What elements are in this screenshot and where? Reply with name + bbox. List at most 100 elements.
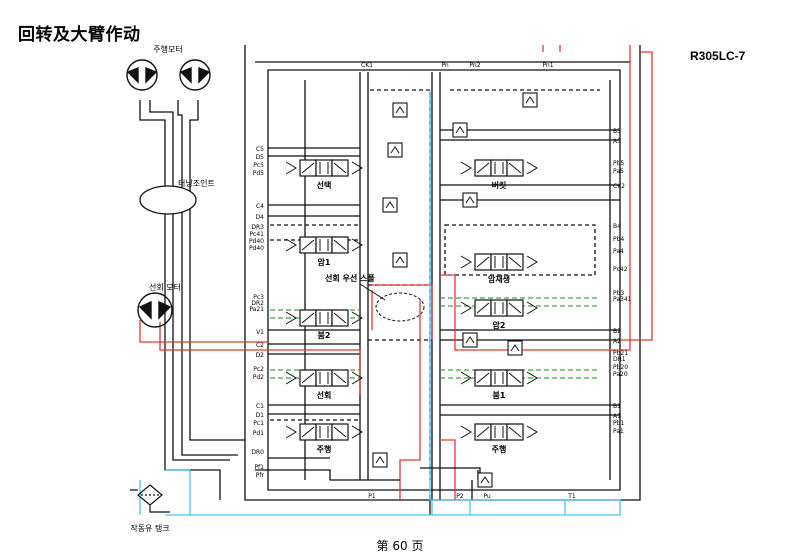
hydraulic-tank-label: 작동유 탱크 xyxy=(130,523,169,533)
relief-valve-symbol xyxy=(372,452,388,468)
relief-valve-symbol xyxy=(462,332,478,348)
turning-joint-symbol xyxy=(139,185,197,215)
spool-label: 버킷 xyxy=(492,180,507,190)
port-label: D1 xyxy=(256,412,265,419)
port-label: A5 xyxy=(613,138,621,145)
port-label: CK1 xyxy=(361,62,373,69)
relief-valve-symbol xyxy=(387,142,403,158)
port-label: Pf1 xyxy=(254,464,264,471)
pipe-layer xyxy=(139,45,653,516)
port-label: Pn2 xyxy=(469,62,480,69)
port-label: P1 xyxy=(368,493,376,500)
port-label: Pc5 xyxy=(253,162,264,169)
travel-motor-right xyxy=(179,59,211,91)
port-label: Pb5 xyxy=(613,160,624,167)
spool-label: 암2 xyxy=(493,320,506,330)
port-label: Pd40 xyxy=(249,245,264,252)
port-label: Pa4 xyxy=(613,248,624,255)
port-label: Pb4 xyxy=(613,236,624,243)
port-label: Pc3 xyxy=(253,294,264,301)
port-label: C4 xyxy=(256,203,264,210)
spool-label: 주행 xyxy=(317,444,332,454)
spool-right-2: 암재생 xyxy=(460,253,538,284)
port-label: DR2 xyxy=(251,300,264,307)
port-label: Pd5 xyxy=(253,170,264,177)
port-label: Pa21 xyxy=(249,306,264,313)
swing-priority-spool-label: 선회 우선 스풀 xyxy=(325,273,375,283)
swing-motor xyxy=(137,292,173,328)
travel-motor-label: 주행모터 xyxy=(153,44,182,54)
port-label: D5 xyxy=(256,154,265,161)
relief-valve-symbol xyxy=(382,197,398,213)
relief-valve-symbol xyxy=(392,252,408,268)
port-label: B1 xyxy=(613,403,621,410)
port-label: C5 xyxy=(256,146,264,153)
port-label: D2 xyxy=(256,352,265,359)
spool-right-3: 암2 xyxy=(460,299,538,330)
page-number: 第 60 页 xyxy=(376,539,424,553)
port-label: Pa20 xyxy=(613,371,628,378)
port-label: T1 xyxy=(567,493,576,500)
port-label: V1 xyxy=(256,329,264,336)
port-label: D4 xyxy=(256,214,265,221)
port-label: Pc1 xyxy=(253,420,264,427)
port-label: Pb21 xyxy=(613,350,628,357)
spool-left-3: 붐2 xyxy=(285,309,363,340)
spool-left-2: 암1 xyxy=(285,236,363,267)
spool-right-5: 주행 xyxy=(460,423,538,454)
relief-valve-symbol xyxy=(392,102,408,118)
port-label: Pa1 xyxy=(613,428,624,435)
relief-valve-symbol xyxy=(522,92,538,108)
port-label: C1 xyxy=(256,403,264,410)
swing-priority-highlight xyxy=(375,292,425,322)
port-label: B2 xyxy=(613,328,621,335)
port-label: A2 xyxy=(613,338,621,345)
port-label: Pb1 xyxy=(613,420,624,427)
relief-valve-symbol xyxy=(477,472,493,488)
spool-label: 암재생 xyxy=(488,274,510,284)
port-label: DR1 xyxy=(613,356,626,363)
spool-label: 선회 xyxy=(317,390,332,400)
port-label: Pc42 xyxy=(613,266,628,273)
relief-valve-symbol xyxy=(462,192,478,208)
model-label: R305LC-7 xyxy=(690,49,746,63)
swing-motor-label: 선회 모터 xyxy=(149,283,181,292)
page-title: 回转及大臂作动 xyxy=(18,25,141,45)
port-label: Pd2 xyxy=(253,374,264,381)
hydraulic-tank-symbol xyxy=(130,484,170,513)
spool-left-1: 선택 xyxy=(285,159,363,190)
port-label: B4 xyxy=(613,223,621,230)
turning-joint-label: 터닝조인트 xyxy=(178,178,215,188)
spool-label: 붐1 xyxy=(493,390,506,400)
port-label: DR3 xyxy=(251,224,264,231)
spool-label: 선택 xyxy=(317,180,332,190)
port-label: Pb20 xyxy=(613,364,628,371)
port-label: A1 xyxy=(613,413,621,420)
spool-left-5: 주행 xyxy=(285,423,363,454)
port-label: DR0 xyxy=(251,449,264,456)
relief-valve-symbol xyxy=(507,340,523,356)
port-label: Pc2 xyxy=(253,366,264,373)
port-label: Pb3 xyxy=(613,290,624,297)
spool-right-1: 버킷 xyxy=(460,159,538,190)
port-label: B5 xyxy=(613,128,621,135)
spool-label: 암1 xyxy=(318,257,331,267)
port-label: P2 xyxy=(456,493,464,500)
port-label: Pa341 xyxy=(613,296,632,303)
port-label: Pn xyxy=(441,62,449,69)
port-label: Pu xyxy=(483,493,491,500)
travel-motor-left xyxy=(126,59,158,91)
spool-left-4: 선회 xyxy=(285,369,363,400)
spool-right-4: 붐1 xyxy=(460,369,538,400)
port-label: Pc41 xyxy=(249,231,264,238)
port-label: Pn1 xyxy=(542,62,553,69)
port-label: CK2 xyxy=(613,183,625,190)
port-label: Pd40 xyxy=(249,238,264,245)
spool-label: 붐2 xyxy=(318,330,331,340)
spool-label: 주행 xyxy=(492,444,507,454)
port-label: Pa5 xyxy=(613,168,624,175)
port-label: Pd1 xyxy=(253,430,264,437)
port-label: C2 xyxy=(256,342,264,349)
